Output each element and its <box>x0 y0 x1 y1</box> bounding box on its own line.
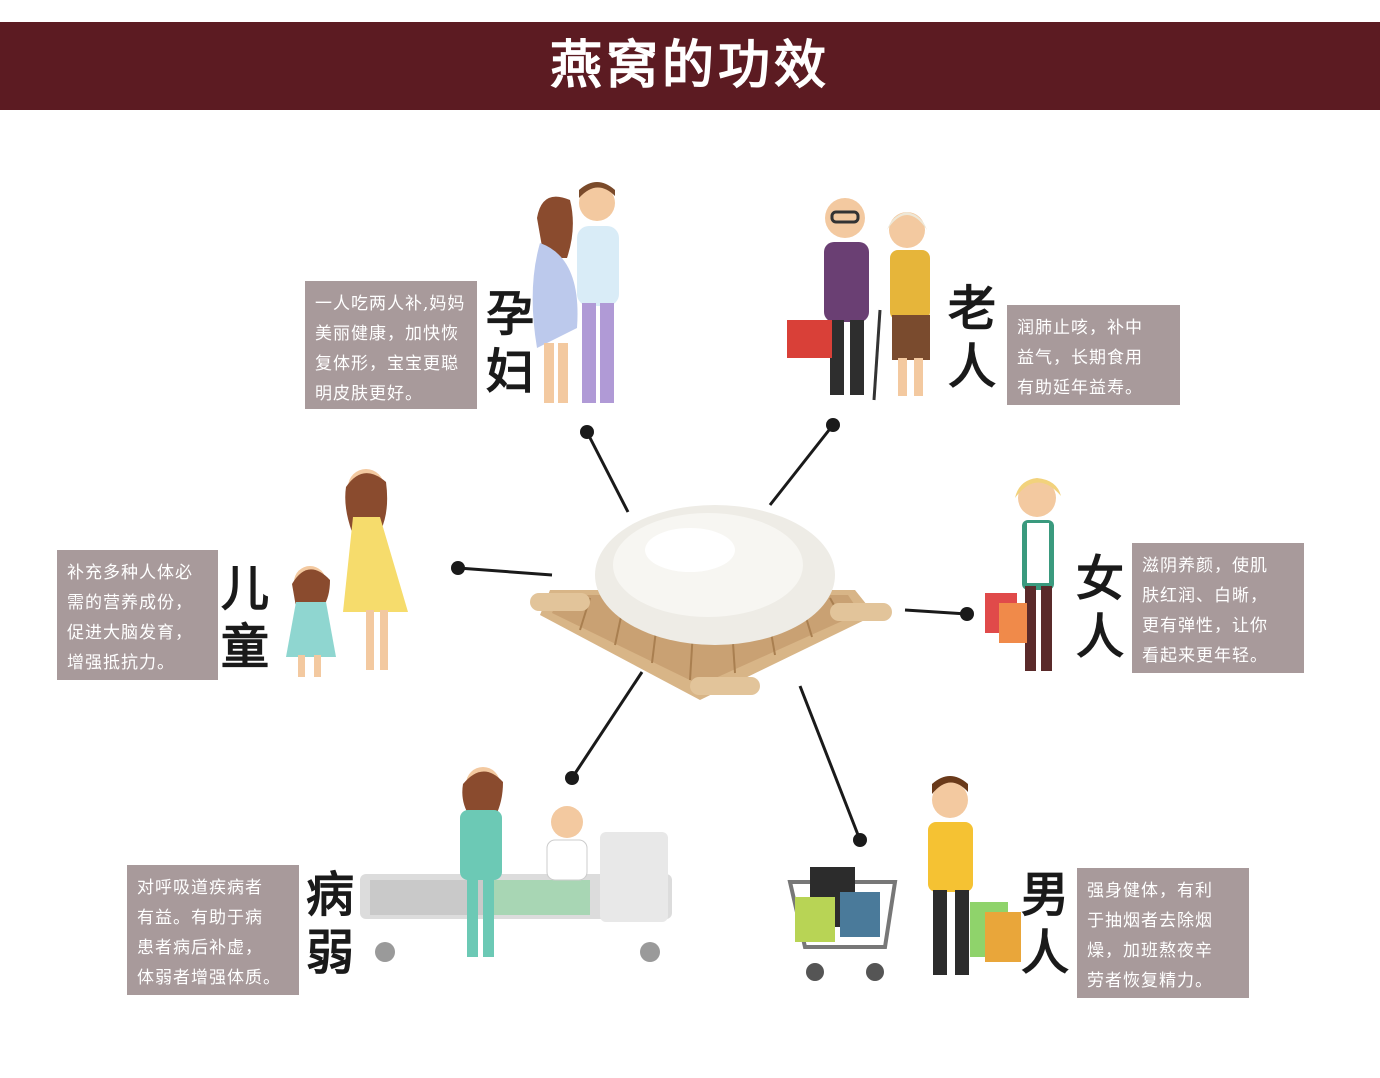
connector-dot-sick <box>565 771 579 785</box>
text-line: 美丽健康，加快恢 <box>315 324 459 344</box>
page-title: 燕窝的功效 <box>549 35 830 96</box>
man-cart-illustration <box>787 776 1021 981</box>
men-label: 男 人 <box>1020 867 1069 981</box>
title-banner: 燕窝的功效 <box>0 22 1380 110</box>
birds-nest-illustration <box>530 505 892 700</box>
sick-label: 病 弱 <box>305 867 354 981</box>
connector-dot-men <box>853 833 867 847</box>
nurse-patient-illustration <box>360 767 672 962</box>
connector-sick <box>570 671 644 779</box>
connector-men <box>798 685 862 841</box>
text-line: 滋阴养颜，使肌 <box>1142 556 1268 576</box>
connector-dot-pregnant <box>580 425 594 439</box>
connector-dot-women <box>960 607 974 621</box>
text-line: 明皮肤更好。 <box>315 384 423 404</box>
text-line: 一人吃两人补,妈妈 <box>315 294 466 314</box>
text-line: 复体形，宝宝更聪 <box>315 354 459 374</box>
connector-women <box>904 608 968 616</box>
text-line: 润肺止咳，补中 <box>1017 318 1143 338</box>
women-text-box: 滋阴养颜，使肌 肤红润、白晰， 更有弹性，让你 看起来更年轻。 <box>1132 543 1304 673</box>
text-line: 促进大脑发育， <box>67 623 193 643</box>
men-text-box: 强身健体，有利 于抽烟者去除烟 燥，加班熬夜辛 劳者恢复精力。 <box>1077 868 1249 998</box>
text-line: 益气，长期食用 <box>1017 348 1143 368</box>
pregnant-couple-illustration <box>532 182 619 403</box>
children-text-box: 补充多种人体必 需的营养成份， 促进大脑发育， 增强抵抗力。 <box>57 550 218 680</box>
text-line: 肤红润、白晰， <box>1142 586 1268 606</box>
text-line: 有助延年益寿。 <box>1017 378 1143 398</box>
mother-child-illustration <box>286 469 408 677</box>
connector-elderly <box>768 424 835 506</box>
pregnant-label: 孕 妇 <box>485 286 534 400</box>
elderly-couple-illustration <box>787 198 930 401</box>
text-line: 增强抵抗力。 <box>67 653 175 673</box>
text-line: 于抽烟者去除烟 <box>1087 911 1213 931</box>
text-line: 需的营养成份， <box>67 593 193 613</box>
text-line: 更有弹性，让你 <box>1142 616 1268 636</box>
text-line: 有益。有助于病 <box>137 908 263 928</box>
elderly-text-box: 润肺止咳，补中 益气，长期食用 有助延年益寿。 <box>1007 305 1180 405</box>
connector-pregnant <box>585 431 630 513</box>
sick-text-box: 对呼吸道疾病者 有益。有助于病 患者病后补虚， 体弱者增强体质。 <box>127 865 299 995</box>
text-line: 燥，加班熬夜辛 <box>1087 941 1213 961</box>
text-line: 补充多种人体必 <box>67 563 193 583</box>
connector-dot-elderly <box>826 418 840 432</box>
pregnant-text-box: 一人吃两人补,妈妈 美丽健康，加快恢 复体形，宝宝更聪 明皮肤更好。 <box>305 281 477 409</box>
text-line: 患者病后补虚， <box>137 938 263 958</box>
connector-children <box>457 566 553 577</box>
woman-shopping-illustration <box>985 478 1061 671</box>
text-line: 强身健体，有利 <box>1087 881 1213 901</box>
text-line: 对呼吸道疾病者 <box>137 878 263 898</box>
women-label: 女 人 <box>1075 551 1124 665</box>
children-label: 儿 童 <box>220 561 269 675</box>
text-line: 看起来更年轻。 <box>1142 646 1268 666</box>
text-line: 劳者恢复精力。 <box>1087 971 1213 991</box>
text-line: 体弱者增强体质。 <box>137 968 281 988</box>
elderly-label: 老 人 <box>947 281 996 395</box>
connector-dot-children <box>451 561 465 575</box>
